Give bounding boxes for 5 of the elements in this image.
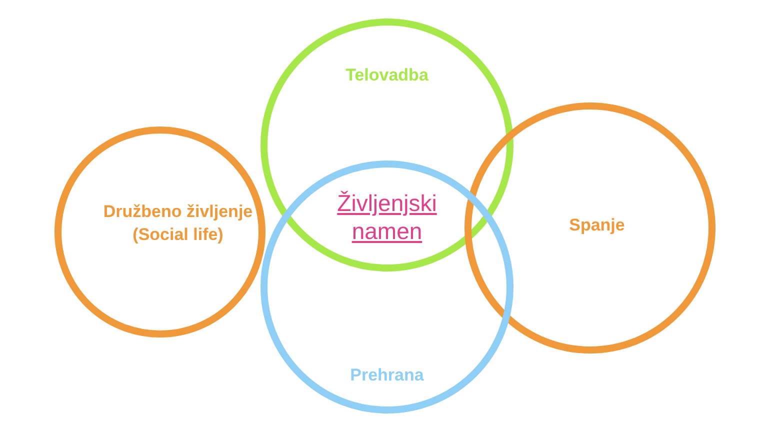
- set-label: Spanje: [568, 214, 626, 237]
- set-label: Telovadba: [344, 64, 430, 87]
- center-title: Življenjski namen: [336, 190, 438, 246]
- set-label: Družbeno življenje (Social life): [103, 201, 253, 246]
- set-label: Prehrana: [349, 364, 425, 387]
